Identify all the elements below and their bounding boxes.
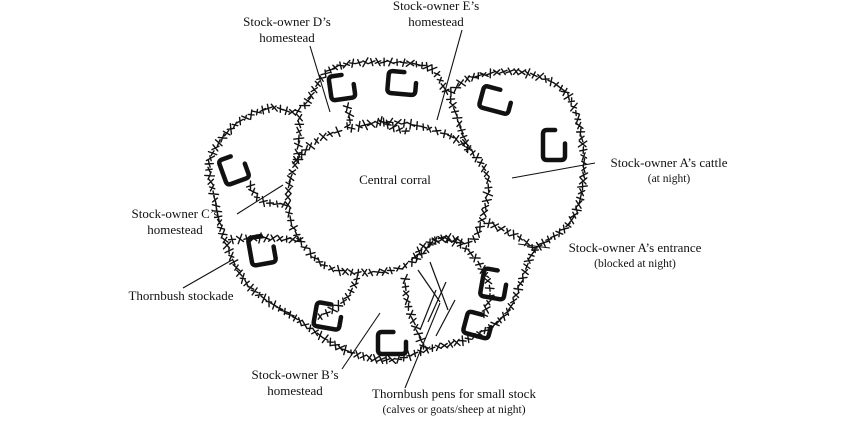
partition-pens <box>400 273 428 350</box>
hut-a-4 <box>461 309 494 341</box>
homestead-huts <box>217 68 568 357</box>
partition-a-entrance <box>483 218 538 251</box>
corral-fence <box>284 117 494 277</box>
leader-owner-d <box>309 45 331 113</box>
partition-cd <box>292 113 305 165</box>
pen-line <box>429 261 449 311</box>
leader-owner-a-entrance <box>517 243 551 249</box>
hut-c-2 <box>246 233 278 268</box>
label-central-corral: Central corral <box>359 172 431 187</box>
hut-b-1 <box>311 300 344 332</box>
label-owner-d: Stock-owner D’s homestead <box>243 14 331 45</box>
hut-a-1 <box>477 84 514 116</box>
label-owner-b: Stock-owner B’s homestead <box>251 367 339 398</box>
pen-line <box>419 289 437 331</box>
hut-c-1 <box>217 154 251 187</box>
pen-line <box>427 281 447 323</box>
label-thornbush-pens: Thornbush pens for small stock (calves o… <box>372 386 536 416</box>
leader-thornbush-stockade <box>182 259 233 289</box>
leader-lines <box>182 29 596 389</box>
partition-cb <box>227 232 304 245</box>
leader-owner-a-cattle <box>511 162 596 179</box>
label-owner-e: Stock-owner E’s homestead <box>392 0 480 29</box>
label-owner-a-entrance: Stock-owner A’s entrance (blocked at nig… <box>568 240 702 270</box>
leader-owner-b <box>341 312 381 370</box>
leader-thornbush-pens <box>404 302 441 389</box>
hut-a-2 <box>540 127 568 163</box>
label-thornbush-stockade: Thornbush stockade <box>128 288 234 303</box>
label-owner-c: Stock-owner C’s homestead <box>131 206 219 237</box>
hut-a-3 <box>478 266 509 302</box>
partition-de-2 <box>377 116 410 135</box>
hut-b-2 <box>375 329 409 357</box>
partition-b <box>317 274 361 321</box>
hut-d-1 <box>326 72 358 103</box>
pen-line <box>417 269 441 303</box>
thornbush-pen-lines <box>417 261 456 337</box>
outer-fence <box>204 57 589 365</box>
partition-de-1 <box>342 102 355 130</box>
pen-line <box>435 299 456 337</box>
partition-ea <box>446 95 472 154</box>
hut-e-1 <box>385 68 419 98</box>
leader-owner-c <box>236 184 284 215</box>
label-owner-a-cattle: Stock-owner A’s cattle (at night) <box>610 155 728 185</box>
leader-owner-e <box>436 29 463 121</box>
thornbush-fences <box>204 57 589 365</box>
partition-c <box>245 180 288 208</box>
